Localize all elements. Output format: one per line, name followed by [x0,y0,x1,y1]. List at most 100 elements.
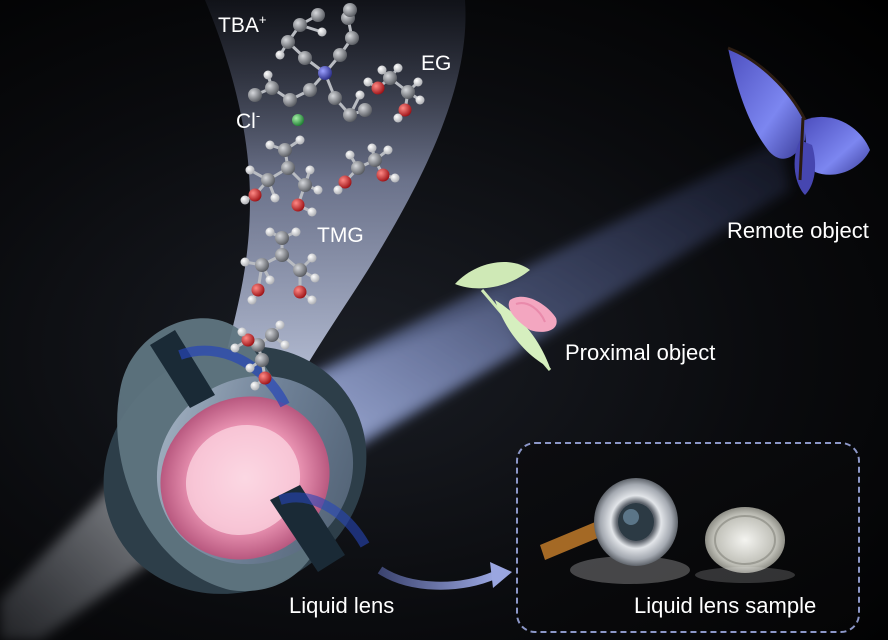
carbon-atom [303,83,317,97]
cl-label: Cl- [236,108,260,134]
tba-charge: + [258,12,267,27]
carbon-atom [298,178,312,192]
carbon-atom [328,91,342,105]
oxygen-atom [376,168,390,182]
carbon-atom [251,338,265,352]
oxygen-atom [371,81,385,95]
carbon-atom [261,173,275,187]
flower-icon [455,262,557,371]
hydrogen-atom [245,363,255,373]
hydrogen-atom [265,227,275,237]
carbon-atom [358,103,372,117]
carbon-atom [275,248,289,262]
nitrogen-atom [318,66,332,80]
tba-label: TBA+ [218,12,266,38]
coin-icon [705,507,785,573]
hydrogen-atom [413,77,423,87]
hydrogen-atom [280,340,290,350]
eg-label: EG [421,52,452,75]
hydrogen-atom [377,65,387,75]
hydrogen-atom [333,185,343,195]
carbon-atom [255,353,269,367]
carbon-atom [401,85,415,99]
carbon-atom [343,3,357,17]
hydrogen-atom [240,257,250,267]
carbon-atom [383,71,397,85]
butterfly-icon [727,46,870,195]
hydrogen-atom [415,95,425,105]
carbon-atom [265,328,279,342]
carbon-atom [275,231,289,245]
hydrogen-atom [345,150,355,160]
carbon-atom [248,88,262,102]
hydrogen-atom [270,193,280,203]
hydrogen-atom [305,165,315,175]
hydrogen-atom [275,50,285,60]
hydrogen-atom [250,381,260,391]
hydrogen-atom [393,63,403,73]
tmg-molecule-1 [240,135,323,217]
hydrogen-atom [355,90,365,100]
cl-text: Cl [236,110,256,133]
proximal-object-label: Proximal object [565,340,716,365]
carbon-atom [343,108,357,122]
hydrogen-atom [317,27,327,37]
hydrogen-atom [230,343,240,353]
eg-molecule-2 [333,143,400,195]
oxygen-atom [398,103,412,117]
tba-text: TBA [218,14,259,37]
hydrogen-atom [307,207,317,217]
carbon-atom [255,258,269,272]
hydrogen-atom [313,185,323,195]
oxygen-atom [241,333,255,347]
carbon-atom [368,153,382,167]
hydrogen-atom [363,77,373,87]
hydrogen-atom [247,295,257,305]
tmg-molecule-2 [240,227,320,305]
oxygen-atom [258,371,272,385]
tba-molecule [248,3,372,122]
carbon-atom [281,35,295,49]
hydrogen-atom [275,320,285,330]
eg-molecule [363,63,425,123]
carbon-atom [278,143,292,157]
hydrogen-atom [295,135,305,145]
carbon-atom [281,161,295,175]
hydrogen-atom [245,165,255,175]
hydrogen-atom [390,173,400,183]
hydrogen-atom [367,143,377,153]
oxygen-atom [291,198,305,212]
carbon-atom [333,48,347,62]
carbon-atom [283,93,297,107]
carbon-atom [298,51,312,65]
carbon-atom [311,8,325,22]
oxygen-atom [338,175,352,189]
hydrogen-atom [383,145,393,155]
carbon-atom [345,31,359,45]
hydrogen-atom [291,227,301,237]
remote-object-label: Remote object [727,218,869,243]
liquid-lens-sample-label: Liquid lens sample [634,593,817,618]
hydrogen-atom [240,195,250,205]
hydrogen-atom [265,275,275,285]
liquid-lens-label: Liquid lens [289,593,395,618]
tmg-molecule-3 [230,320,290,391]
hydrogen-atom [263,70,273,80]
hydrogen-atom [307,253,317,263]
carbon-atom [293,18,307,32]
oxygen-atom [293,285,307,299]
carbon-atom [265,81,279,95]
oxygen-atom [251,283,265,297]
hydrogen-atom [310,273,320,283]
carbon-atom [351,161,365,175]
cl-charge: - [255,108,261,123]
liquid-lens-device [103,318,370,594]
chloride-ion [292,114,304,126]
hydrogen-atom [237,327,247,337]
inset-arrow [377,562,512,590]
carbon-atom [293,263,307,277]
hydrogen-atom [393,113,403,123]
oxygen-atom [248,188,262,202]
